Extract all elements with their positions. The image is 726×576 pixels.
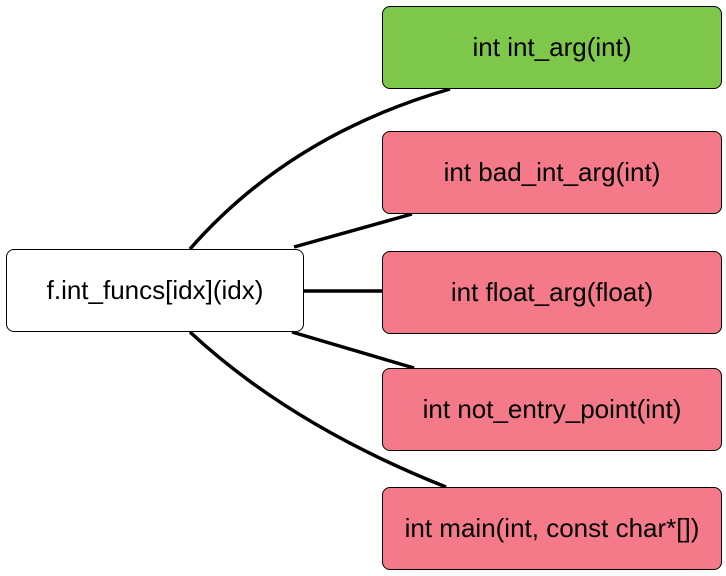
- source-call-label: f.int_funcs[idx](idx): [46, 275, 264, 305]
- edge-to-bad-int-arg: [293, 212, 413, 249]
- edge-to-not-entry-point: [291, 330, 415, 370]
- target-node-bad-int-arg: int bad_int_arg(int): [382, 131, 722, 214]
- target-label-bad-int-arg: int bad_int_arg(int): [443, 157, 661, 187]
- target-node-int-arg: int int_arg(int): [382, 6, 722, 89]
- target-label-float-arg: int float_arg(float): [450, 277, 654, 307]
- target-label-int-arg: int int_arg(int): [472, 32, 632, 62]
- target-node-not-entry-point: int not_entry_point(int): [382, 368, 722, 451]
- source-call-node: f.int_funcs[idx](idx): [6, 249, 304, 332]
- target-node-float-arg: int float_arg(float): [382, 251, 722, 334]
- target-label-not-entry-point: int not_entry_point(int): [422, 394, 682, 424]
- edge-to-int-arg: [188, 87, 451, 251]
- edge-to-main: [188, 330, 447, 489]
- target-label-main: int main(int, const char*[]): [404, 513, 700, 543]
- target-node-main: int main(int, const char*[]): [382, 487, 722, 570]
